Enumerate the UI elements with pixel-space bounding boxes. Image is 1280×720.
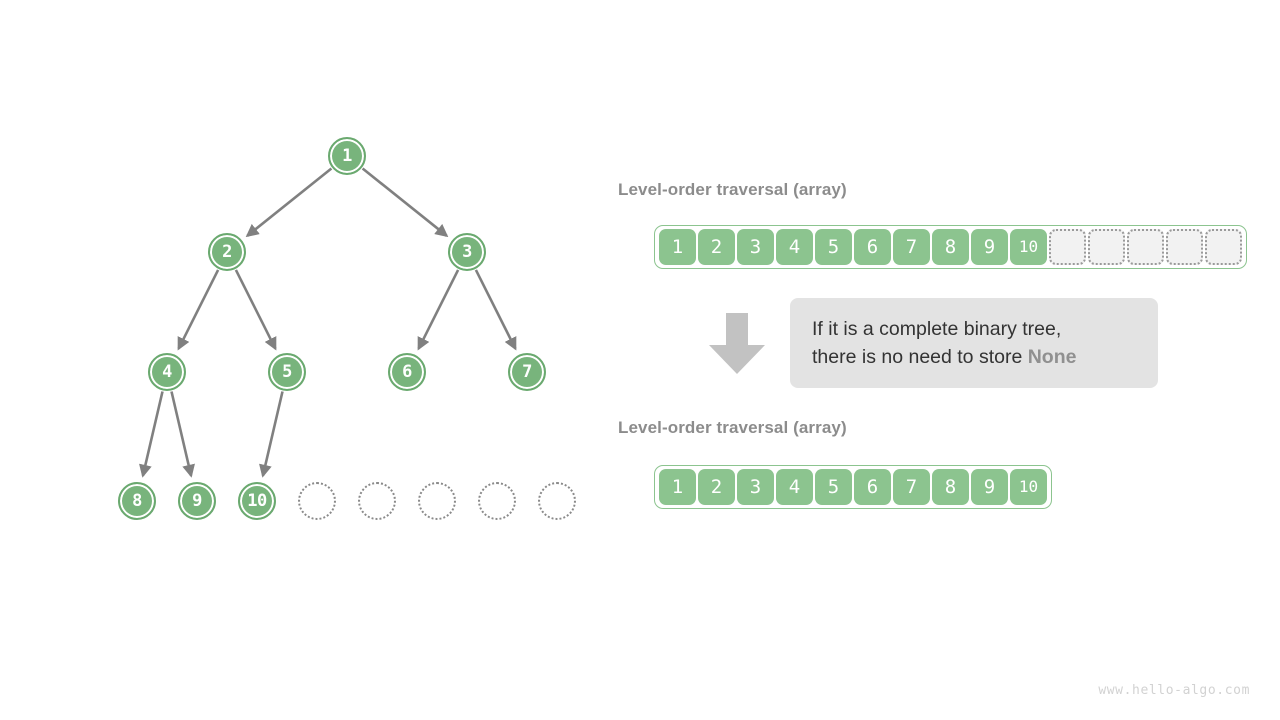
callout-note: If it is a complete binary tree, there i… [790, 298, 1158, 388]
callout-line-1: If it is a complete binary tree, [812, 318, 1062, 340]
array-cell-value: 4 [788, 235, 801, 258]
top-array-cell-7: 8 [932, 229, 969, 265]
top-array-cell-9: 10 [1010, 229, 1047, 265]
tree-edge-5-to-10 [259, 391, 284, 478]
tree-node-label: 1 [342, 145, 352, 166]
array-cell-value: 5 [827, 235, 840, 258]
tree-node-8: 8 [118, 482, 156, 520]
bottom-array-cell-1: 2 [698, 469, 735, 505]
callout-text: If it is a complete binary tree, there i… [812, 315, 1076, 371]
top-array-cell-3: 4 [776, 229, 813, 265]
array-cell-value: 6 [866, 475, 879, 498]
array-cell-value: 9 [983, 475, 996, 498]
bottom-array-cell-3: 4 [776, 469, 813, 505]
top-array-cell-8: 9 [971, 229, 1008, 265]
tree-edge-1-to-3 [361, 167, 449, 238]
tree-node-6: 6 [388, 353, 426, 391]
tree-edge-2-to-4 [177, 269, 220, 351]
tree-edge-3-to-6 [417, 269, 460, 351]
bottom-array-cell-5: 6 [854, 469, 891, 505]
array-cell-value: 3 [749, 475, 762, 498]
tree-node-empty-4 [478, 482, 516, 520]
tree-node-5: 5 [268, 353, 306, 391]
tree-edge-4-to-8 [139, 391, 164, 478]
callout-none-keyword: None [1027, 346, 1077, 368]
top-array-cell-0: 1 [659, 229, 696, 265]
tree-node-label: 7 [522, 361, 532, 382]
array-cell-value: 5 [827, 475, 840, 498]
tree-edge-3-to-7 [474, 269, 517, 351]
array-cell-value: 7 [905, 475, 918, 498]
level-order-array-with-none: 1 2 3 4 5 6 7 8 9 10 [654, 225, 1247, 269]
bottom-array-cell-7: 8 [932, 469, 969, 505]
tree-node-1: 1 [328, 137, 366, 175]
tree-node-label: 9 [192, 490, 202, 511]
bottom-array-cell-8: 9 [971, 469, 1008, 505]
tree-node-4: 4 [148, 353, 186, 391]
array-cell-value: 10 [1018, 237, 1039, 256]
level-order-array-compact: 1 2 3 4 5 6 7 8 9 10 [654, 465, 1052, 509]
top-array-empty-cell-3 [1166, 229, 1203, 265]
tree-node-empty-2 [358, 482, 396, 520]
array-cell-value: 8 [944, 235, 957, 258]
array-cell-value: 7 [905, 235, 918, 258]
top-array-empty-cell-2 [1127, 229, 1164, 265]
tree-node-label: 10 [247, 490, 267, 511]
top-array-heading: Level-order traversal (array) [618, 180, 847, 199]
tree-edge-1-to-2 [245, 167, 333, 238]
tree-node-2: 2 [208, 233, 246, 271]
tree-node-label: 2 [222, 241, 232, 262]
tree-node-empty-3 [418, 482, 456, 520]
tree-node-9: 9 [178, 482, 216, 520]
tree-node-10: 10 [238, 482, 276, 520]
top-array-cell-5: 6 [854, 229, 891, 265]
bottom-array-cell-6: 7 [893, 469, 930, 505]
top-array-empty-cell-4 [1205, 229, 1242, 265]
bottom-array-cell-4: 5 [815, 469, 852, 505]
array-cell-value: 10 [1018, 477, 1039, 496]
bottom-array-cell-9: 10 [1010, 469, 1047, 505]
tree-node-label: 6 [402, 361, 412, 382]
top-array-cell-4: 5 [815, 229, 852, 265]
array-cell-value: 1 [671, 235, 684, 258]
watermark: www.hello-algo.com [1098, 683, 1250, 698]
array-cell-value: 2 [710, 235, 723, 258]
tree-node-label: 5 [282, 361, 292, 382]
array-cell-value: 6 [866, 235, 879, 258]
top-array-empty-cell-0 [1049, 229, 1086, 265]
tree-edges-layer [139, 167, 517, 478]
tree-node-empty-1 [298, 482, 336, 520]
array-cell-value: 9 [983, 235, 996, 258]
array-cell-value: 2 [710, 475, 723, 498]
tree-node-label: 4 [162, 361, 172, 382]
down-arrow-icon [709, 313, 765, 374]
tree-node-3: 3 [448, 233, 486, 271]
tree-node-empty-5 [538, 482, 576, 520]
tree-edge-4-to-9 [170, 391, 195, 478]
bottom-array-cell-0: 1 [659, 469, 696, 505]
transform-down-arrow [708, 313, 766, 380]
top-array-cell-2: 3 [737, 229, 774, 265]
top-array-cell-1: 2 [698, 229, 735, 265]
tree-node-7: 7 [508, 353, 546, 391]
top-array-empty-cell-1 [1088, 229, 1125, 265]
binary-tree-diagram: 1 2 3 4 5 6 7 8 9 10 [0, 0, 610, 720]
top-array-cell-6: 7 [893, 229, 930, 265]
array-cell-value: 1 [671, 475, 684, 498]
tree-node-label: 8 [132, 490, 142, 511]
array-cell-value: 8 [944, 475, 957, 498]
array-cell-value: 4 [788, 475, 801, 498]
bottom-array-heading: Level-order traversal (array) [618, 418, 847, 437]
bottom-array-cell-2: 3 [737, 469, 774, 505]
tree-node-label: 3 [462, 241, 472, 262]
tree-edge-2-to-5 [234, 269, 277, 351]
callout-line-2-prefix: there is no need to store [812, 346, 1028, 368]
array-cell-value: 3 [749, 235, 762, 258]
